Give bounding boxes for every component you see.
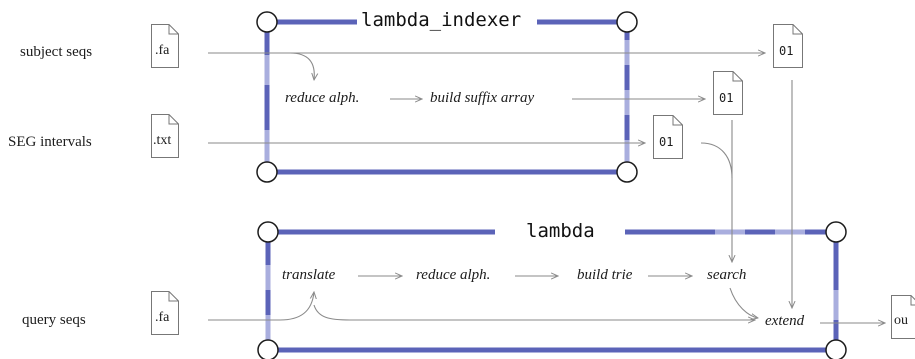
index-file-icon-2: 01 xyxy=(713,71,743,115)
indexer-title: lambda_indexer xyxy=(357,9,526,31)
input-label-seg: SEG intervals xyxy=(8,134,92,150)
lambda-corner-node-tl xyxy=(257,221,279,243)
query-into-translate-arrow xyxy=(208,292,314,321)
output-file-icon: ou xyxy=(891,295,915,339)
indexer-corner-node-tl xyxy=(256,11,278,33)
index-file-icon-1: 01 xyxy=(773,24,803,68)
query-file-icon: .fa xyxy=(151,291,179,335)
indexer-corner-node-bl xyxy=(256,161,278,183)
output-file-ext: ou xyxy=(894,313,908,328)
input-label-query: query seqs xyxy=(22,312,86,328)
search-to-extend-arrow xyxy=(729,287,758,318)
indexer-corner-node-tr xyxy=(616,11,638,33)
indexer-step-build-suffix-array: build suffix array xyxy=(430,90,535,106)
index-file-label-2: 01 xyxy=(719,91,734,105)
query-file-ext: .fa xyxy=(155,310,170,325)
seg-file-icon: .txt xyxy=(151,114,179,158)
query-to-extend-arrow xyxy=(313,304,755,320)
index3-to-search-curve xyxy=(700,142,733,179)
index-file-icon-3: 01 xyxy=(653,115,683,159)
lambda-step-search: search xyxy=(707,267,747,283)
lambda-box xyxy=(265,229,839,353)
lambda-step-extend: extend xyxy=(765,313,805,329)
index-file-label-1: 01 xyxy=(779,44,794,58)
subject-into-reduce-arrow xyxy=(289,52,314,80)
subject-file-ext: .fa xyxy=(155,43,170,58)
seg-file-ext: .txt xyxy=(153,133,172,148)
indexer-step-reduce-alph: reduce alph. xyxy=(285,90,360,106)
input-label-subject: subject seqs xyxy=(20,44,93,60)
lambda-step-translate: translate xyxy=(282,267,336,283)
lambda-corner-node-br xyxy=(825,339,847,359)
indexer-corner-node-br xyxy=(616,161,638,183)
lambda-step-reduce-alph: reduce alph. xyxy=(416,267,491,283)
index-file-label-3: 01 xyxy=(659,135,674,149)
subject-file-icon: .fa xyxy=(151,24,179,68)
lambda-title: lambda xyxy=(512,220,609,242)
lambda-corner-node-tr xyxy=(825,221,847,243)
lambda-corner-node-bl xyxy=(257,339,279,359)
lambda-step-build-trie: build trie xyxy=(577,267,633,283)
